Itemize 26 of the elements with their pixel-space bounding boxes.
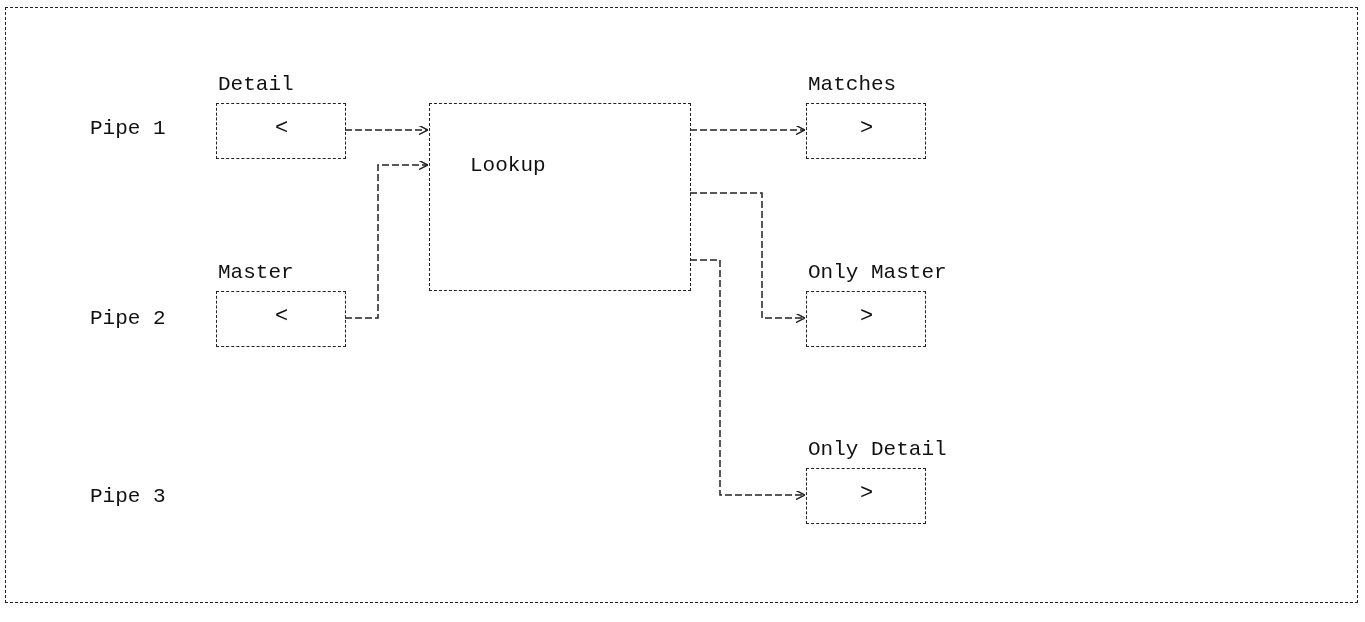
pipe-label: Pipe 3	[90, 485, 166, 508]
direction-symbol: <	[275, 304, 289, 329]
box-heading: Detail	[218, 73, 294, 96]
pipe-box	[806, 468, 926, 524]
pipe-box	[806, 103, 926, 159]
frame-border	[5, 7, 1358, 603]
arrow	[689, 259, 806, 501]
box-label: Lookup	[470, 154, 546, 177]
pipe-label: Pipe 2	[90, 307, 166, 330]
pipe-box	[216, 103, 346, 159]
box-heading: Only Master	[808, 261, 947, 284]
box-heading: Master	[218, 261, 294, 284]
direction-symbol: <	[275, 116, 289, 141]
arrow	[689, 192, 806, 324]
arrow	[344, 124, 429, 136]
process-box	[429, 103, 691, 291]
arrow	[689, 124, 806, 136]
pipe-box	[216, 291, 346, 347]
direction-symbol: >	[860, 116, 874, 141]
pipe-label: Pipe 1	[90, 117, 166, 140]
direction-symbol: >	[860, 481, 874, 506]
direction-symbol: >	[860, 304, 874, 329]
box-heading: Only Detail	[808, 438, 947, 461]
pipe-box	[806, 291, 926, 347]
box-heading: Matches	[808, 73, 897, 96]
arrow	[344, 159, 429, 319]
